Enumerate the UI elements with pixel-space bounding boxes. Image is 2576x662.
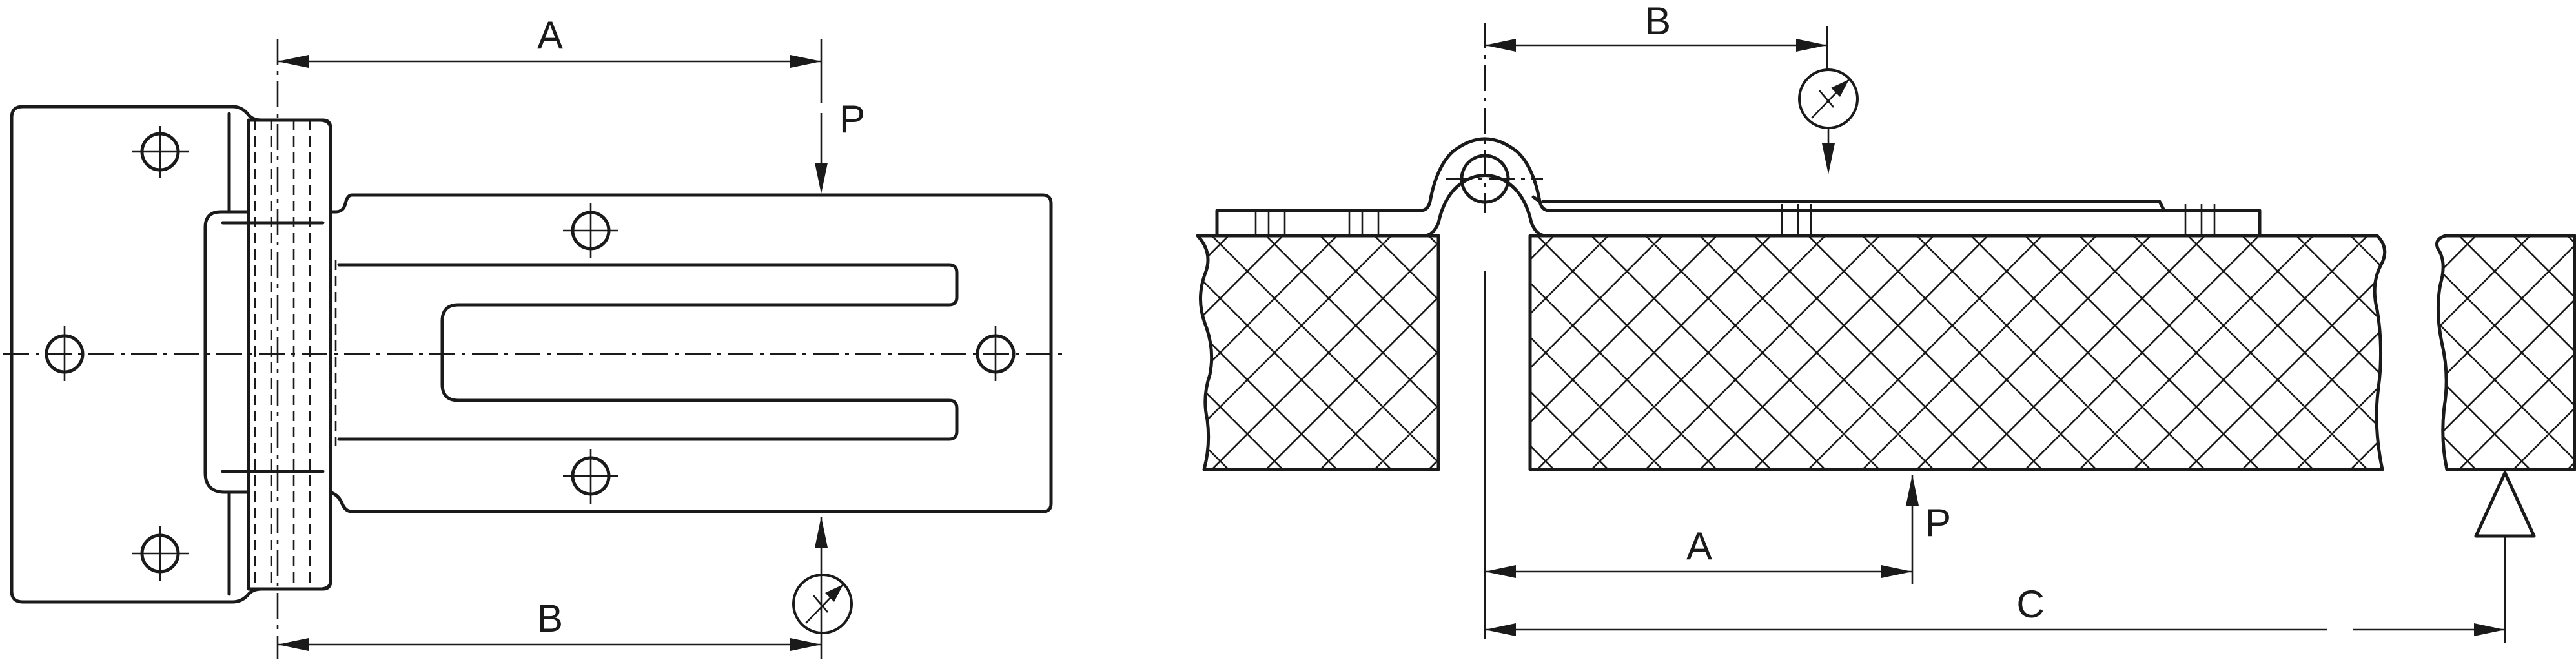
dim-b-label-right: B: [1645, 0, 1671, 43]
dim-c-label: C: [2016, 583, 2044, 626]
torque-symbol-bottom: [792, 574, 853, 634]
door-block-left: [1196, 234, 1440, 471]
dim-b-label: B: [537, 597, 563, 640]
dim-b-top: B: [1485, 0, 1828, 71]
mounting-holes: [45, 126, 1016, 581]
hole-strap-bottom: [563, 449, 618, 504]
leaf-edge-lines: [221, 221, 325, 473]
screws: [1254, 204, 2216, 236]
section-view: B P A: [1196, 0, 2576, 643]
hole-top-left: [132, 126, 189, 178]
outer-slot: [337, 263, 959, 441]
hole-bottom-left: [132, 526, 189, 581]
dim-a-bottom: A: [1485, 524, 1912, 578]
torque-symbol-top: [1798, 68, 1859, 174]
door-block-right: [2435, 234, 2576, 471]
dim-b-bottom: B: [278, 517, 828, 659]
load-p-label: P: [839, 98, 865, 141]
dim-a-label: A: [537, 14, 563, 57]
dim-a-top: A: [278, 14, 823, 103]
hinge-pin: [1446, 23, 1543, 213]
load-p-label-right: P: [1925, 501, 1951, 544]
dim-a-label-right: A: [1686, 524, 1712, 568]
support-triangle: [2474, 471, 2536, 538]
hinge-strap-section: [1541, 200, 2166, 212]
strap-joint: [1531, 195, 1542, 203]
hole-strap-top: [563, 203, 618, 258]
hinge-leaf-left-section: [1215, 137, 2262, 238]
load-p-bottom: P: [1906, 475, 1951, 584]
dim-c: C: [1485, 536, 2506, 643]
plan-view: A P B: [3, 14, 1065, 659]
load-p-top: P: [815, 98, 865, 194]
door-block-middle: [1528, 234, 2387, 471]
